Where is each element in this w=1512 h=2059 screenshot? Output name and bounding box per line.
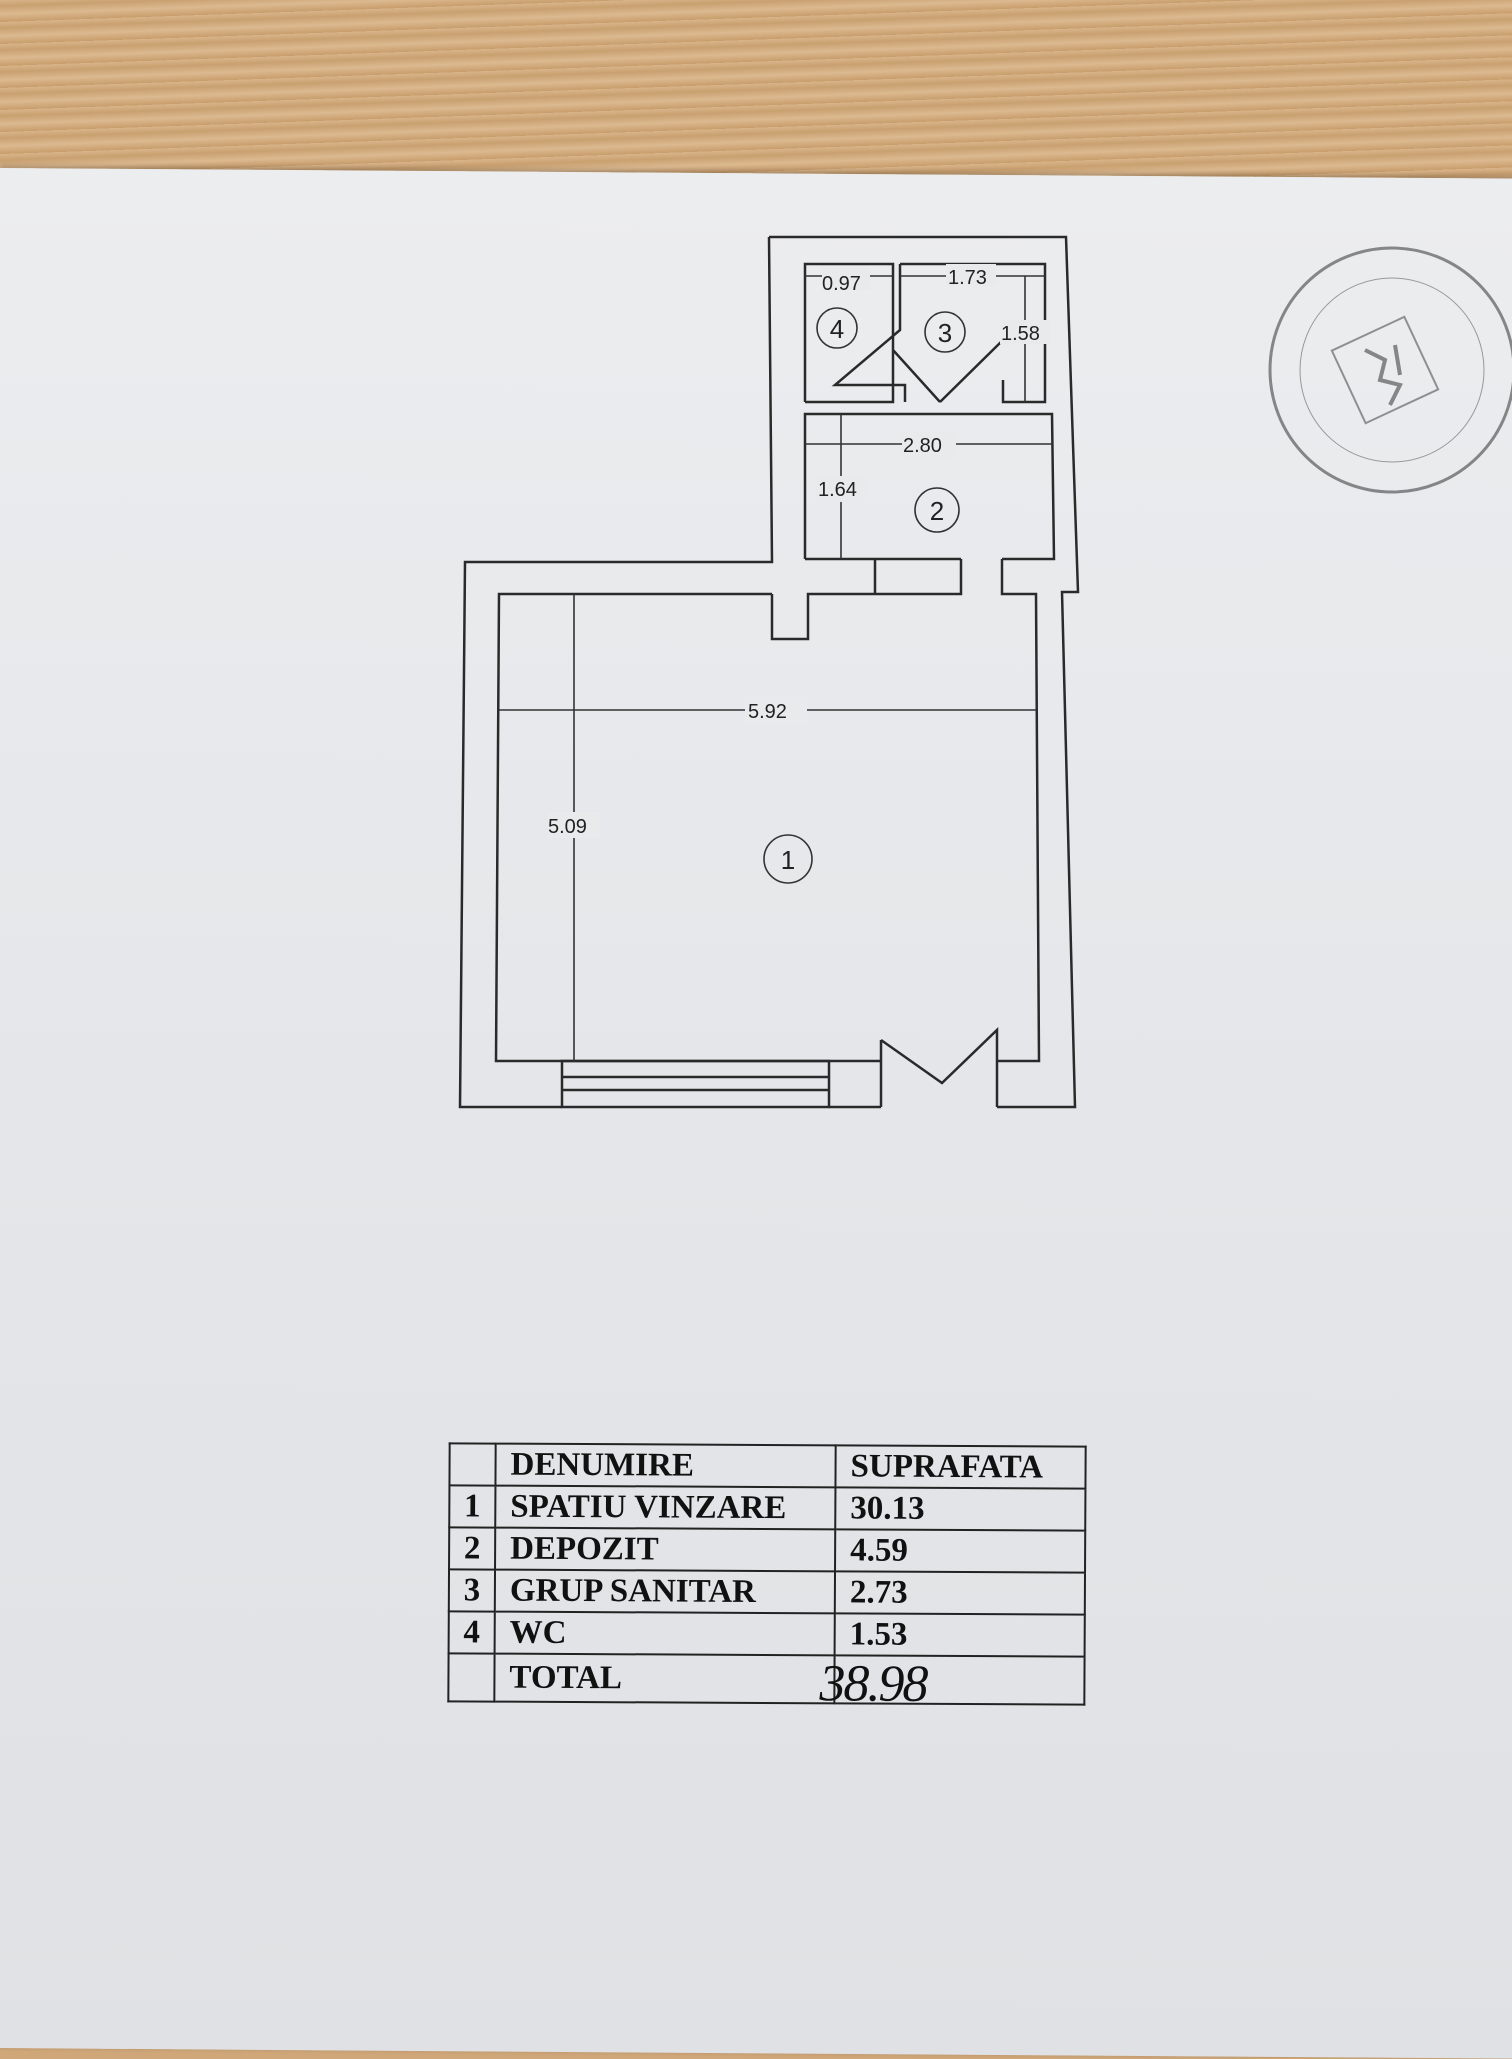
door [879,1027,999,1107]
handwritten-total: 38.98 [819,1655,927,1713]
svg-text:2: 2 [930,496,944,526]
floor-plan: 5.92 5.09 2.80 1.64 0.97 1.73 1.58 1 2 3… [458,235,1512,1109]
svg-text:1: 1 [781,845,795,875]
room-number-2: 2 [914,487,960,533]
depozit-wall [803,412,1056,594]
outer-wall [458,235,1080,1109]
svg-text:3: 3 [938,318,952,348]
dim-depozit-depth: 1.64 [818,479,857,501]
header-denumire: DENUMIRE [495,1443,836,1488]
dim-sanitar-depth: 1.58 [1001,323,1040,345]
table-row: 2 DEPOZIT 4.59 [449,1527,1086,1573]
window [560,1059,831,1109]
official-stamp [1268,246,1512,494]
room-number-1: 1 [763,834,813,884]
dim-main-width: 5.92 [748,701,787,723]
area-table: DENUMIRE SUPRAFATA 1 SPATIU VINZARE 30.1… [447,1442,1086,1713]
wooden-desk-background [0,0,1512,200]
header-suprafata: SUPRAFATA [835,1445,1086,1489]
wc-sanitar-wall [803,262,1047,404]
dim-main-depth: 5.09 [548,816,587,838]
table-row: 3 GRUP SANITAR 2.73 [448,1569,1086,1615]
total-label: TOTAL [494,1653,835,1704]
table-row: 4 WC 1.53 [448,1611,1085,1657]
dim-wc-width: 0.97 [822,273,861,295]
dim-depozit-width: 2.80 [903,435,942,457]
svg-text:4: 4 [830,314,844,344]
table-row: 1 SPATIU VINZARE 30.13 [449,1485,1086,1531]
room-number-3: 3 [924,311,966,353]
room-number-4: 4 [816,307,858,349]
dim-sanitar-width: 1.73 [948,267,987,289]
table-header-row: DENUMIRE SUPRAFATA [449,1443,1086,1489]
table-total-row: TOTAL 38.98 [448,1653,1085,1713]
main-room-inner-wall [494,559,1041,1063]
